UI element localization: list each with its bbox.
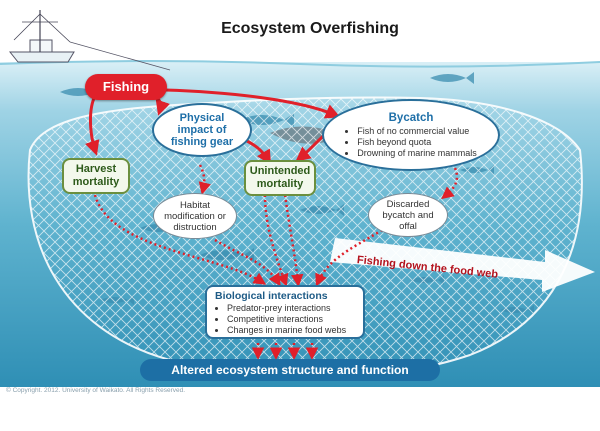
bycatch-title: Bycatch bbox=[388, 111, 434, 124]
discarded-line-2: bycatch and bbox=[382, 209, 434, 221]
bio-item: Competitive interactions bbox=[227, 314, 355, 325]
water-surface bbox=[0, 60, 600, 68]
physical-impact-line-3: fishing gear bbox=[170, 136, 234, 148]
page-title: Ecosystem Overfishing bbox=[221, 20, 399, 37]
bycatch-item: Drowning of marine mammals bbox=[357, 148, 477, 159]
physical-impact-node: Physical impact of fishing gear bbox=[152, 103, 252, 157]
copyright-notice: © Copyright. 2012. University of Waikato… bbox=[6, 387, 186, 394]
habitat-line-3: distruction bbox=[173, 221, 217, 233]
food-web-arrow bbox=[330, 238, 595, 292]
discarded-line-1: Discarded bbox=[386, 198, 430, 210]
harvest-mortality-node: Harvest mortality bbox=[62, 158, 130, 194]
dotted-arrows bbox=[93, 164, 459, 360]
bycatch-node: Bycatch Fish of no commercial value Fish… bbox=[322, 99, 500, 171]
discarded-bycatch-node: Discarded bycatch and offal bbox=[368, 193, 448, 237]
harvest-line-2: mortality bbox=[72, 176, 120, 188]
biological-interactions-title: Biological interactions bbox=[215, 290, 328, 302]
physical-impact-line-1: Physical bbox=[179, 112, 225, 124]
bycatch-item: Fish of no commercial value bbox=[357, 126, 477, 137]
biological-interactions-node: Biological interactions Predator-prey in… bbox=[205, 285, 365, 339]
bycatch-list: Fish of no commercial value Fish beyond … bbox=[345, 126, 477, 159]
unintended-mortality-node: Unintended mortality bbox=[244, 160, 316, 196]
bycatch-item: Fish beyond quota bbox=[357, 137, 477, 148]
bio-item: Changes in marine food webs bbox=[227, 325, 355, 336]
unintended-line-2: mortality bbox=[256, 178, 304, 190]
bio-item: Predator-prey interactions bbox=[227, 303, 355, 314]
fishing-node: Fishing bbox=[85, 74, 167, 100]
physical-impact-line-2: impact of bbox=[177, 124, 227, 136]
habitat-line-1: Habitat bbox=[179, 199, 211, 211]
habitat-modification-node: Habitat modification or distruction bbox=[153, 193, 237, 239]
harvest-line-1: Harvest bbox=[75, 163, 117, 175]
discarded-line-3: offal bbox=[399, 220, 417, 232]
fishing-boat-icon bbox=[8, 10, 171, 71]
unintended-line-1: Unintended bbox=[249, 165, 311, 177]
habitat-line-2: modification or bbox=[164, 210, 226, 222]
altered-ecosystem-node: Altered ecosystem structure and function bbox=[140, 359, 440, 381]
biological-interactions-list: Predator-prey interactions Competitive i… bbox=[215, 303, 355, 336]
